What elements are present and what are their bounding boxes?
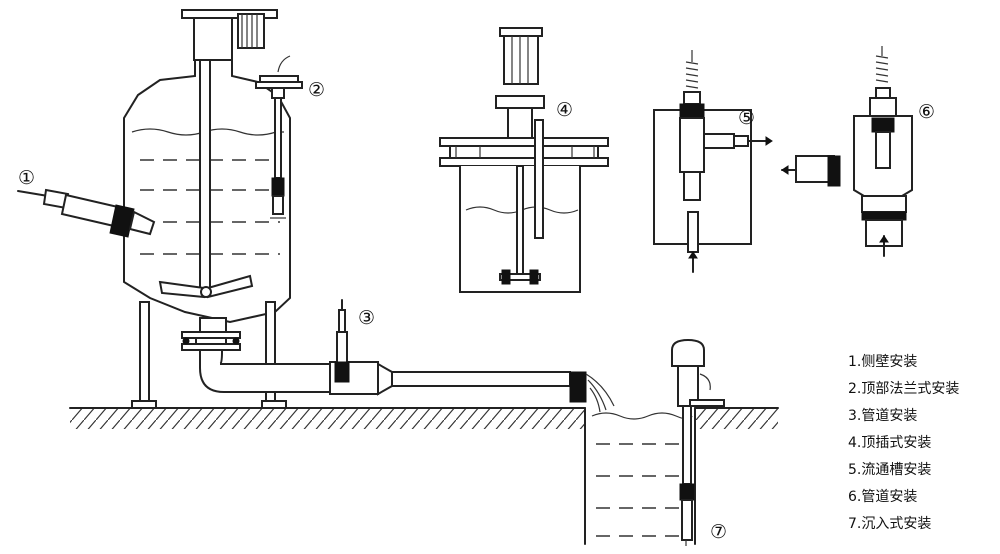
legend-item-3: 3.管道安装: [848, 408, 918, 424]
legend-item-2: 2.顶部法兰式安装: [848, 381, 960, 397]
top-insertion-vessel: [439, 27, 609, 293]
legend-item-7: 7.沉入式安装: [848, 516, 932, 532]
legend-item-6: 6.管道安装: [848, 489, 918, 505]
marker-2: ②: [308, 79, 325, 101]
marker-7: ⑦: [710, 521, 727, 543]
sensor-top-flange: [255, 55, 303, 219]
legend-item-1: 1.侧壁安装: [848, 354, 918, 370]
marker-6: ⑥: [918, 101, 935, 123]
sensor-pipeline: [334, 299, 350, 383]
legend-item-5: 5.流通槽安装: [848, 462, 932, 478]
marker-1: ①: [18, 167, 35, 189]
marker-5: ⑤: [738, 107, 755, 129]
legend-item-4: 4.顶插式安装: [848, 435, 932, 451]
pipe-mount-assembly: [781, 46, 913, 257]
legend: 1.侧壁安装 2.顶部法兰式安装 3.管道安装 4.顶插式安装 5.流通槽安装 …: [848, 349, 998, 538]
submersion-pit: [591, 338, 725, 546]
reaction-tank: [123, 9, 291, 409]
marker-3: ③: [358, 307, 375, 329]
flow-cell-assembly: [653, 50, 773, 273]
pipeline: [199, 349, 615, 413]
sensor-side-wall: [17, 188, 156, 238]
marker-4: ④: [556, 99, 573, 121]
ground: [69, 407, 779, 545]
